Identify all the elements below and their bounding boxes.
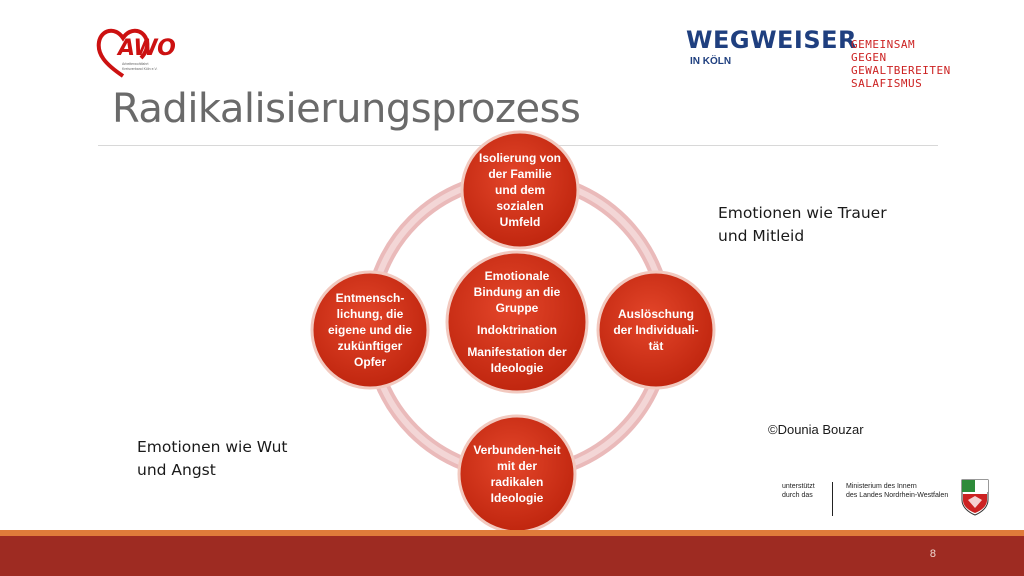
slide-title: Radikalisierungsprozess (112, 86, 581, 132)
slogan-line: GEGEN (851, 51, 887, 64)
awo-wordmark: AWO (118, 36, 176, 61)
center-line: Manifestation der Ideologie (467, 345, 567, 375)
wegweiser-wordmark: WEGWEISER (686, 26, 858, 54)
wegweiser-slogan: GEMEINSAM GEGEN GEWALTBEREITEN SALAFISMU… (851, 38, 951, 90)
top-node-text: Isolierung von der Familie und dem sozia… (478, 151, 561, 229)
wegweiser-location: IN KÖLN (690, 56, 732, 67)
center-circle (445, 250, 589, 394)
center-line: Emotionale Bindung an die Gruppe (473, 269, 561, 315)
ministry-block: unterstützt durch das Ministerium des In… (782, 479, 992, 518)
right-node-text: Auslöschung der Individuali-tät (613, 307, 699, 353)
awo-logo (96, 28, 150, 78)
center-node-text: Emotionale Bindung an die Gruppe Indoktr… (457, 262, 577, 382)
footer-accent-stripe (0, 530, 1024, 536)
slogan-line: SALAFISMUS (851, 77, 923, 90)
ministry-divider (832, 482, 833, 516)
node-left (310, 270, 430, 390)
right-emotions-text: Emotionen wie Trauer und Mitleid (718, 204, 887, 245)
credit-text: ©Dounia Bouzar (768, 422, 864, 437)
awo-subtext: Arbeiterwohlfahrt Kreisverband Köln e.V. (122, 62, 158, 71)
footer-bar: 8 (0, 536, 1024, 576)
nrw-coat-of-arms-icon (961, 479, 989, 516)
ministry-name: Ministerium des Innern des Landes Nordrh… (846, 483, 949, 499)
node-top (460, 130, 580, 250)
supported-by-text: unterstützt durch das (782, 483, 815, 499)
left-emotions-text: Emotionen wie Wut und Angst (137, 438, 288, 479)
slogan-line: GEWALTBEREITEN (851, 64, 951, 77)
page-number: 8 (929, 548, 936, 560)
left-node-text: Entmensch-lichung, die eigene und die zu… (327, 291, 412, 369)
node-right (596, 270, 716, 390)
slogan-line: GEMEINSAM (851, 38, 916, 51)
center-line: Indoktrination (477, 323, 557, 337)
bottom-node-text: Verbunden-heit mit der radikalen Ideolog… (473, 443, 561, 505)
